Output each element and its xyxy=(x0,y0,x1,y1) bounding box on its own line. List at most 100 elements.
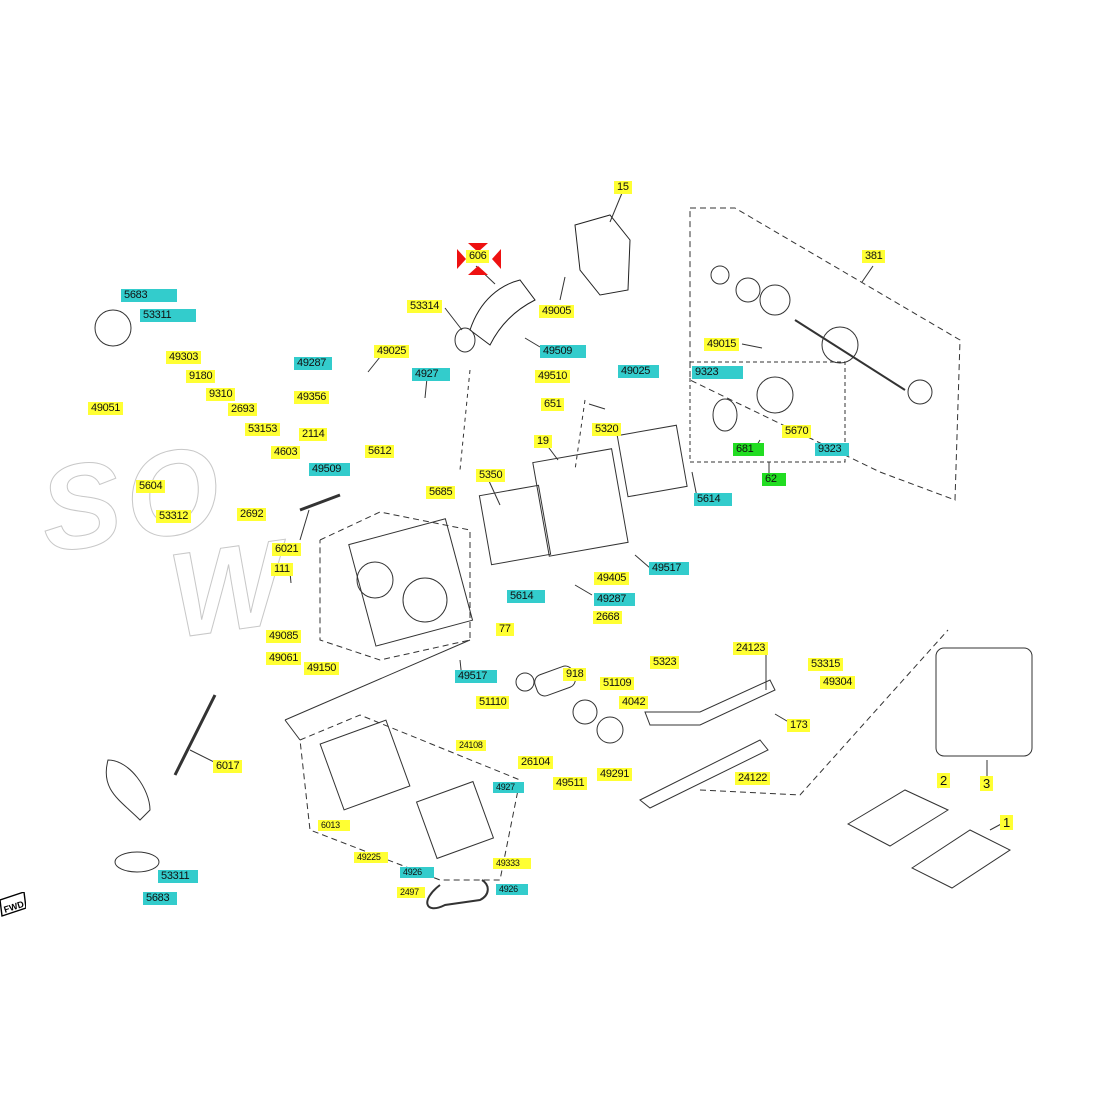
water-pump-outline xyxy=(299,714,521,881)
valve-port xyxy=(356,561,394,599)
part-label-4603[interactable]: 4603 xyxy=(271,446,301,459)
bearing xyxy=(735,277,761,303)
part-label-9310[interactable]: 9310 xyxy=(206,388,236,401)
part-label-62[interactable]: 62 xyxy=(762,473,786,486)
o-ring xyxy=(454,327,476,353)
part-label-5683-b[interactable]: 5683 xyxy=(143,892,177,905)
intake-pipe xyxy=(469,279,536,346)
part-label-49225[interactable]: 49225 xyxy=(354,852,388,863)
part-label-49061[interactable]: 49061 xyxy=(266,652,302,665)
part-label-4927-b[interactable]: 4927 xyxy=(493,782,524,793)
chain-tensioner xyxy=(644,679,776,726)
cam-bearing xyxy=(515,672,535,692)
washer xyxy=(710,265,730,285)
part-label-49304[interactable]: 49304 xyxy=(820,676,856,689)
part-label-49356[interactable]: 49356 xyxy=(294,391,330,404)
part-label-2692[interactable]: 2692 xyxy=(237,508,267,521)
part-label-5323[interactable]: 5323 xyxy=(650,656,680,669)
base-gasket xyxy=(616,424,688,498)
part-label-49291[interactable]: 49291 xyxy=(597,768,633,781)
part-label-53314[interactable]: 53314 xyxy=(407,300,443,313)
part-label-49025-cyan[interactable]: 49025 xyxy=(618,365,659,378)
part-label-77[interactable]: 77 xyxy=(496,623,514,636)
part-label-606-selected[interactable]: 606 xyxy=(466,250,490,263)
part-label-4927[interactable]: 4927 xyxy=(412,368,450,381)
part-label-53315[interactable]: 53315 xyxy=(808,658,844,671)
part-label-49517[interactable]: 49517 xyxy=(649,562,689,575)
head-gasket xyxy=(478,484,552,566)
part-label-6021[interactable]: 6021 xyxy=(272,543,302,556)
part-label-5614-b[interactable]: 5614 xyxy=(507,590,545,603)
part-label-5320[interactable]: 5320 xyxy=(592,423,622,436)
part-label-24108[interactable]: 24108 xyxy=(456,740,486,751)
part-label-49287-b[interactable]: 49287 xyxy=(594,593,635,606)
part-label-53153[interactable]: 53153 xyxy=(245,423,281,436)
part-label-24123[interactable]: 24123 xyxy=(733,642,769,655)
part-label-49511[interactable]: 49511 xyxy=(553,777,588,790)
part-label-49287[interactable]: 49287 xyxy=(294,357,332,370)
part-label-2114[interactable]: 2114 xyxy=(299,428,328,441)
part-label-5612[interactable]: 5612 xyxy=(365,445,395,458)
part-label-651[interactable]: 651 xyxy=(541,398,565,411)
part-label-5683[interactable]: 5683 xyxy=(121,289,177,302)
bearing-right xyxy=(907,379,933,405)
part-label-5685[interactable]: 5685 xyxy=(426,486,456,499)
part-label-15[interactable]: 15 xyxy=(614,181,632,194)
forward-direction-badge: FWD xyxy=(0,892,26,917)
part-label-5604[interactable]: 5604 xyxy=(136,480,166,493)
part-label-2[interactable]: 2 xyxy=(937,773,950,788)
part-label-49509[interactable]: 49509 xyxy=(540,345,586,358)
part-label-49517-b[interactable]: 49517 xyxy=(455,670,497,683)
cylinder-head-outline xyxy=(319,511,471,661)
selection-marker xyxy=(457,243,501,275)
part-label-49150[interactable]: 49150 xyxy=(304,662,340,675)
part-label-5670[interactable]: 5670 xyxy=(782,425,812,438)
part-label-2668[interactable]: 2668 xyxy=(593,611,623,624)
crankshaft xyxy=(794,319,906,391)
part-label-6013[interactable]: 6013 xyxy=(318,820,350,831)
part-label-4042[interactable]: 4042 xyxy=(619,696,649,709)
part-label-49005[interactable]: 49005 xyxy=(539,305,575,318)
part-label-2497[interactable]: 2497 xyxy=(397,887,425,898)
cam-bearing-2 xyxy=(572,699,598,725)
part-label-3[interactable]: 3 xyxy=(980,776,993,791)
part-label-49015[interactable]: 49015 xyxy=(704,338,740,351)
cylinder-head xyxy=(348,518,474,647)
part-label-49085[interactable]: 49085 xyxy=(266,630,302,643)
part-label-49051[interactable]: 49051 xyxy=(88,402,124,415)
part-label-53312[interactable]: 53312 xyxy=(156,510,192,523)
part-label-5614[interactable]: 5614 xyxy=(694,493,732,506)
part-label-49303[interactable]: 49303 xyxy=(166,351,202,364)
part-label-6017[interactable]: 6017 xyxy=(213,760,243,773)
part-label-19[interactable]: 19 xyxy=(534,435,552,448)
part-label-5350[interactable]: 5350 xyxy=(476,469,506,482)
part-label-173[interactable]: 173 xyxy=(787,719,811,732)
part-label-53311-b[interactable]: 53311 xyxy=(158,870,198,883)
part-label-26104[interactable]: 26104 xyxy=(518,756,554,769)
part-label-9323-b[interactable]: 9323 xyxy=(815,443,849,456)
part-label-49510[interactable]: 49510 xyxy=(535,370,571,383)
gasket-kit-box xyxy=(935,647,1033,757)
part-label-24122[interactable]: 24122 xyxy=(735,772,771,785)
part-label-381[interactable]: 381 xyxy=(862,250,886,263)
part-label-53311[interactable]: 53311 xyxy=(140,309,196,322)
part-label-51109[interactable]: 51109 xyxy=(600,677,635,690)
part-label-2693[interactable]: 2693 xyxy=(228,403,258,416)
part-label-49405[interactable]: 49405 xyxy=(594,572,630,585)
part-label-918[interactable]: 918 xyxy=(563,668,587,681)
part-label-49025[interactable]: 49025 xyxy=(374,345,410,358)
part-label-111[interactable]: 111 xyxy=(271,563,293,576)
part-label-4926-b[interactable]: 4926 xyxy=(496,884,528,895)
part-label-49509-b[interactable]: 49509 xyxy=(309,463,350,476)
crankshaft-group-outline xyxy=(689,207,961,501)
part-label-51110[interactable]: 51110 xyxy=(476,696,510,709)
part-label-1[interactable]: 1 xyxy=(1000,815,1013,830)
part-label-9180[interactable]: 9180 xyxy=(186,370,216,383)
part-label-9323[interactable]: 9323 xyxy=(692,366,743,379)
part-label-4926[interactable]: 4926 xyxy=(400,867,434,878)
oil-drain-plug xyxy=(94,309,132,347)
part-label-681[interactable]: 681 xyxy=(733,443,764,456)
part-label-49333[interactable]: 49333 xyxy=(493,858,531,869)
